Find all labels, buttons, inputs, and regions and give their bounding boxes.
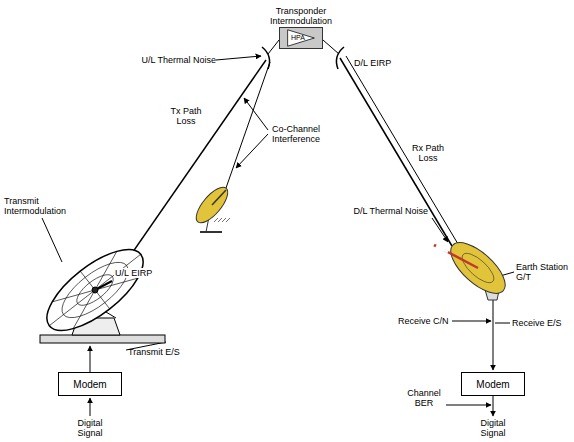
annotation-label: D/L EIRP <box>354 58 404 68</box>
transponder-box: Transponder IntermodulationHPA <box>279 27 323 49</box>
annotation-label: Earth Station G/T <box>516 262 570 282</box>
annotation-label: Tx Path Loss <box>166 106 206 126</box>
signal-arrow <box>90 398 91 416</box>
annotation-label: Transmit Intermodulation <box>4 196 76 216</box>
downlink-path <box>346 56 458 244</box>
annotation-label: Transmit E/S <box>128 347 188 357</box>
annotation-label: Digital Signal <box>64 418 116 438</box>
leader-line <box>495 323 510 324</box>
annotation-label: D/L Thermal Noise <box>346 206 428 216</box>
annotation-label: Channel BER <box>404 388 444 408</box>
leader-arrow <box>244 98 268 130</box>
leader-arrow <box>216 56 261 60</box>
interfering-dish <box>191 182 233 232</box>
interference-path <box>226 62 270 188</box>
leader-arrow <box>432 218 448 242</box>
annotation-label: Digital Signal <box>467 418 519 438</box>
signal-arrow <box>90 346 91 372</box>
leader-arrow <box>446 405 491 406</box>
annotation-label: Rx Path Loss <box>408 143 448 163</box>
transmit-dish <box>35 235 165 344</box>
modem-box: Modem <box>58 372 122 396</box>
annotation-label: Receive E/S <box>512 318 570 328</box>
downlink-path <box>340 58 452 246</box>
uplink-path <box>112 60 266 282</box>
amplifier-label: HPA <box>280 28 322 42</box>
antenna-feed <box>323 40 339 54</box>
modem-box: Modem <box>461 372 525 396</box>
annotation-label: U/L EIRP <box>114 268 153 278</box>
modem-label: Modem <box>476 379 509 390</box>
annotation-label: U/L Thermal Noise <box>136 55 216 65</box>
annotation-label: Co-Channel Interference <box>272 124 334 144</box>
antenna-feed <box>268 40 279 54</box>
receive-dish <box>434 234 513 302</box>
modem-label: Modem <box>73 379 106 390</box>
leader-arrow <box>236 134 268 168</box>
node-heading: Transponder Intermodulation <box>260 6 342 26</box>
signal-arrow <box>493 396 494 416</box>
leader-arrow <box>452 321 491 322</box>
signal-arrow <box>493 300 494 370</box>
leader-line <box>42 218 62 262</box>
annotation-label: Receive C/N <box>398 316 452 326</box>
